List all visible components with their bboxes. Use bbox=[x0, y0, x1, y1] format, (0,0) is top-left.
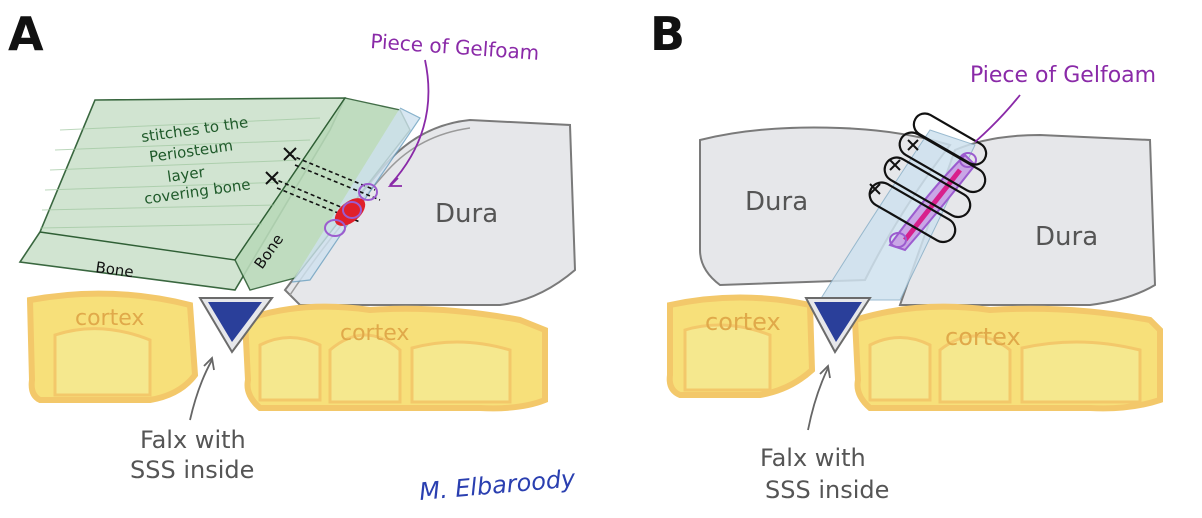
gyrus-a1 bbox=[55, 329, 150, 395]
dura-left-label-b: Dura bbox=[745, 187, 808, 217]
falx-arrow-b bbox=[808, 368, 828, 430]
falx-label-a-2: SSS inside bbox=[130, 456, 254, 484]
falx-label-b-1: Falx with bbox=[760, 444, 866, 472]
cortex-left-label-b: cortex bbox=[705, 308, 781, 336]
falx-label-a-1: Falx with bbox=[140, 426, 246, 454]
gyrus-a2 bbox=[260, 338, 320, 401]
panel-b: B bbox=[650, 7, 1160, 504]
panel-letter-b: B bbox=[650, 7, 685, 61]
panel-a: A stitches to the Periosteum layer cover… bbox=[8, 7, 577, 506]
dura-label-a: Dura bbox=[435, 199, 498, 229]
gelfoam-arrow-b bbox=[975, 95, 1020, 142]
gyrus-a4 bbox=[412, 342, 510, 402]
gyrus-b2 bbox=[870, 338, 930, 401]
panel-letter-a: A bbox=[8, 7, 44, 61]
falx-label-b-2: SSS inside bbox=[765, 476, 889, 504]
gelfoam-label-a: Piece of Gelfoam bbox=[370, 29, 540, 65]
cortex-right-label-b: cortex bbox=[945, 323, 1021, 351]
gyrus-b4 bbox=[1022, 342, 1140, 402]
signature: M. Elbaroody bbox=[418, 464, 577, 506]
dura-right-label-b: Dura bbox=[1035, 222, 1098, 252]
gelfoam-label-b: Piece of Gelfoam bbox=[970, 63, 1156, 88]
cortex-left-label-a: cortex bbox=[75, 306, 144, 331]
cortex-right-label-a: cortex bbox=[340, 321, 409, 346]
